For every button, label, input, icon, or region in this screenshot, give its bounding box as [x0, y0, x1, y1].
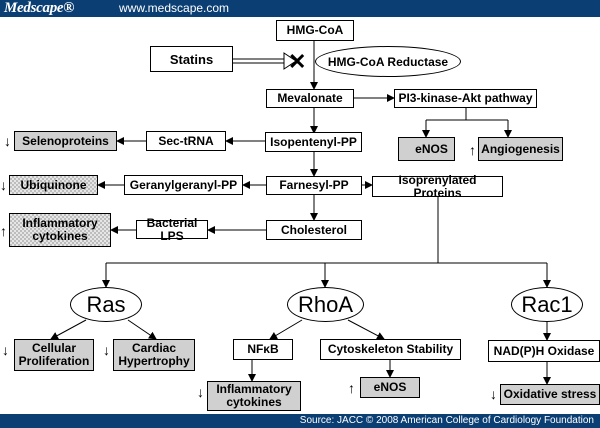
arrow-statins-block-head	[283, 52, 297, 70]
node-angiogenesis: Angiogenesis	[478, 137, 563, 161]
node-enos-top-label: eNOS	[415, 141, 448, 156]
node-enos-top: eNOS	[398, 137, 455, 161]
node-pi3k-akt-pathway: PI3-kinase-Akt pathway	[394, 89, 537, 108]
node-sec-trna: Sec-tRNA	[146, 131, 226, 151]
down-arrow-icon: ↓	[197, 384, 204, 400]
arrow-ras-proliferation	[50, 319, 87, 340]
node-rhoa: RhoA	[287, 287, 364, 322]
footer-bar: Source: JACC © 2008 American College of …	[0, 414, 600, 428]
medscape-logo: Medscape®	[4, 0, 75, 16]
node-isopentenyl-pp: Isopentenyl-PP	[265, 132, 362, 152]
up-arrow-icon: ↑	[348, 380, 355, 396]
node-cytoskeleton-stability: Cytoskeleton Stability	[320, 339, 461, 360]
up-arrow-icon: ↑	[0, 223, 7, 239]
block-x-icon: ✕	[288, 49, 307, 74]
node-nfkb: NFκB	[233, 339, 293, 360]
node-selenoproteins: Selenoproteins	[14, 131, 117, 151]
node-ubiquinone: Ubiquinone	[9, 175, 98, 195]
node-ras: Ras	[70, 287, 142, 322]
arrow-rhoa-cytoskeleton	[347, 319, 385, 340]
node-enos-bottom: eNOS	[360, 377, 420, 398]
down-arrow-icon: ↓	[0, 177, 7, 193]
node-mevalonate: Mevalonate	[266, 89, 354, 108]
up-arrow-icon: ↑	[469, 142, 476, 158]
node-cardiac-hypertrophy: Cardiac Hypertrophy	[113, 339, 195, 371]
node-oxidative-stress: Oxidative stress	[500, 384, 600, 405]
node-inflammatory-cytokines-bottom: Inflammatory cytokines	[207, 381, 301, 411]
down-arrow-icon: ↓	[4, 133, 11, 149]
node-nadph-oxidase: NAD(P)H Oxidase	[488, 340, 600, 362]
header-url: www.medscape.com	[119, 1, 230, 15]
source-citation: Source: JACC © 2008 American College of …	[299, 415, 594, 426]
node-inflammatory-cytokines-top: Inflammatory cytokines	[9, 213, 111, 247]
arrow-ras-hypertrophy	[127, 319, 157, 340]
node-rac1: Rac1	[511, 287, 583, 322]
down-arrow-icon: ↓	[490, 386, 497, 402]
node-hmg-coa-reductase: HMG-CoA Reductase	[315, 46, 461, 77]
node-cellular-proliferation: Cellular Proliferation	[14, 339, 94, 371]
node-statins: Statins	[150, 46, 233, 72]
node-isoprenylated-proteins: Isoprenylated Proteins	[372, 173, 503, 199]
down-arrow-icon: ↓	[103, 342, 110, 358]
node-bacterial-lps: Bacterial LPS	[136, 216, 208, 242]
arrow-rhoa-nfkb	[269, 319, 303, 340]
node-hmg-coa: HMG-CoA	[276, 20, 354, 41]
node-geranylgeranyl-pp: Geranylgeranyl-PP	[124, 175, 243, 195]
down-arrow-icon: ↓	[2, 342, 9, 358]
header-bar: Medscape® www.medscape.com	[0, 0, 600, 17]
node-cholesterol: Cholesterol	[266, 220, 362, 240]
node-farnesyl-pp: Farnesyl-PP	[266, 176, 362, 195]
